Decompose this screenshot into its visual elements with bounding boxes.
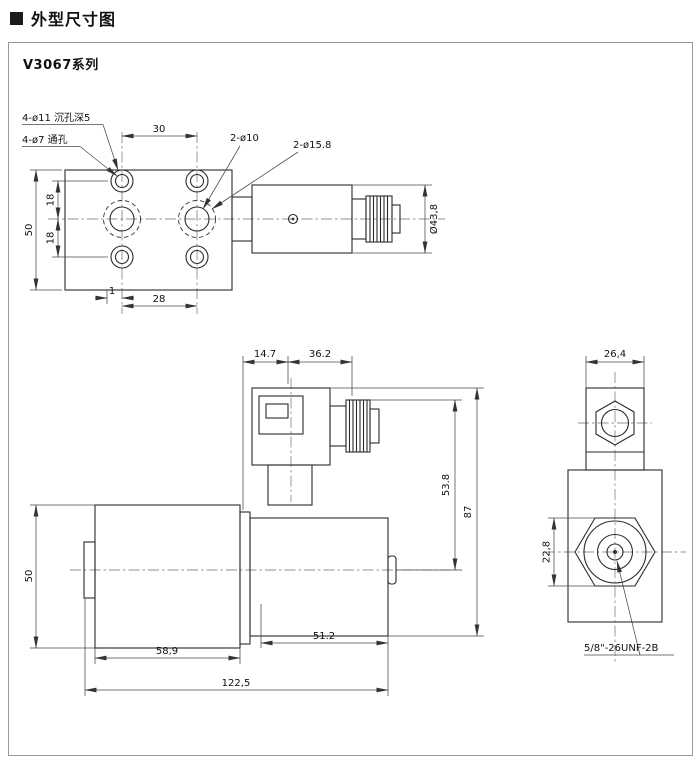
mounting-hole-top-right — [185, 169, 209, 193]
dim-30-text: 30 — [153, 124, 166, 135]
dim-28-text: 28 — [153, 294, 166, 305]
din-connector-plug — [251, 387, 380, 506]
end-view-centerlines — [544, 372, 686, 662]
ports-small-label: 2-ø10 — [230, 133, 259, 144]
dim-plate-height-50: 50 — [24, 169, 62, 291]
dim-538-text: 53.8 — [441, 474, 452, 496]
series-label: V3067系列 — [23, 58, 99, 73]
title-bullet-square-icon — [10, 11, 23, 25]
dim-plug-offset-147: 14.7 — [242, 349, 289, 510]
port-hole-left — [103, 200, 141, 238]
valve-body-top-view — [231, 184, 401, 254]
mounting-hole-bottom-right — [185, 245, 209, 269]
through-hole-label: 4-ø7 通孔 — [22, 134, 68, 146]
dim-hole-spacing-28: 28 — [121, 294, 198, 309]
counterbore-label: 4-ø11 沉孔深5 — [22, 111, 90, 124]
dim-total-height-87: 87 — [330, 387, 484, 637]
dim-18-upper-text: 18 — [46, 194, 57, 207]
side-view: 14.7 36.2 53.8 87 — [24, 349, 484, 696]
dim-147-text: 14.7 — [254, 349, 276, 360]
dim-plug-width-362: 36.2 — [287, 349, 353, 396]
dim-across-flats-228: 22,8 — [542, 517, 595, 587]
valve-body-side — [249, 517, 397, 637]
dim-body-length-512: 51.2 — [260, 604, 389, 648]
dim-end-width-264: 26,4 — [585, 349, 645, 388]
leader-thread-spec: 5/8"-26UNF-2B — [584, 560, 674, 656]
dim-512-text: 51.2 — [313, 631, 335, 642]
dim-589-text: 58,9 — [156, 646, 178, 657]
end-view: 26,4 22,8 5/8"-26UNF-2B — [542, 349, 686, 662]
dim-362-text: 36.2 — [309, 349, 331, 360]
dim-264-text: 26,4 — [604, 349, 626, 360]
dim-offset-1: 1 — [95, 286, 134, 304]
leader-ports-large: 2-ø15.8 — [211, 140, 331, 210]
page-title: 外型尺寸图 — [31, 10, 117, 29]
leader-ports-small: 2-ø10 — [202, 133, 259, 210]
mounting-hole-bottom-left — [110, 245, 134, 269]
dim-1-text: 1 — [109, 286, 115, 297]
ports-large-label: 2-ø15.8 — [293, 140, 331, 151]
thread-spec-label: 5/8"-26UNF-2B — [584, 643, 659, 654]
dim-87-text: 87 — [463, 506, 474, 519]
dim-row-upper-18: 18 — [46, 180, 108, 220]
page-header: 外型尺寸图 — [10, 6, 116, 30]
solenoid-coil-side — [83, 504, 251, 649]
dim-coil-50-text: 50 — [24, 570, 35, 583]
dim-hole-spacing-30: 30 — [121, 124, 198, 139]
port-hole-right — [178, 200, 216, 238]
dim-plug-height-538: 53.8 — [370, 399, 462, 571]
dim-1225-text: 122,5 — [222, 678, 251, 689]
leader-through-hole: 4-ø7 通孔 — [22, 134, 118, 177]
dim-row-lower-18: 18 — [46, 218, 108, 258]
mounting-plate-outline — [64, 169, 233, 291]
dim-coil-length-589: 58,9 — [94, 646, 241, 664]
dim-coil-diameter-438: Ø43,8 — [352, 184, 440, 254]
top-view-centerlines — [48, 132, 445, 314]
top-view: 4-ø11 沉孔深5 4-ø7 通孔 30 2-ø10 2-ø15.8 — [22, 111, 445, 314]
dim-total-length-1225: 122,5 — [84, 598, 389, 696]
dim-18-lower-text: 18 — [46, 232, 57, 245]
mounting-hole-top-left — [110, 169, 134, 193]
dim-50-text: 50 — [24, 224, 35, 237]
dim-d438-text: Ø43,8 — [428, 204, 440, 234]
dim-228-text: 22,8 — [542, 541, 553, 563]
leader-counterbore: 4-ø11 沉孔深5 — [22, 111, 119, 171]
dim-coil-height-50: 50 — [24, 504, 95, 649]
